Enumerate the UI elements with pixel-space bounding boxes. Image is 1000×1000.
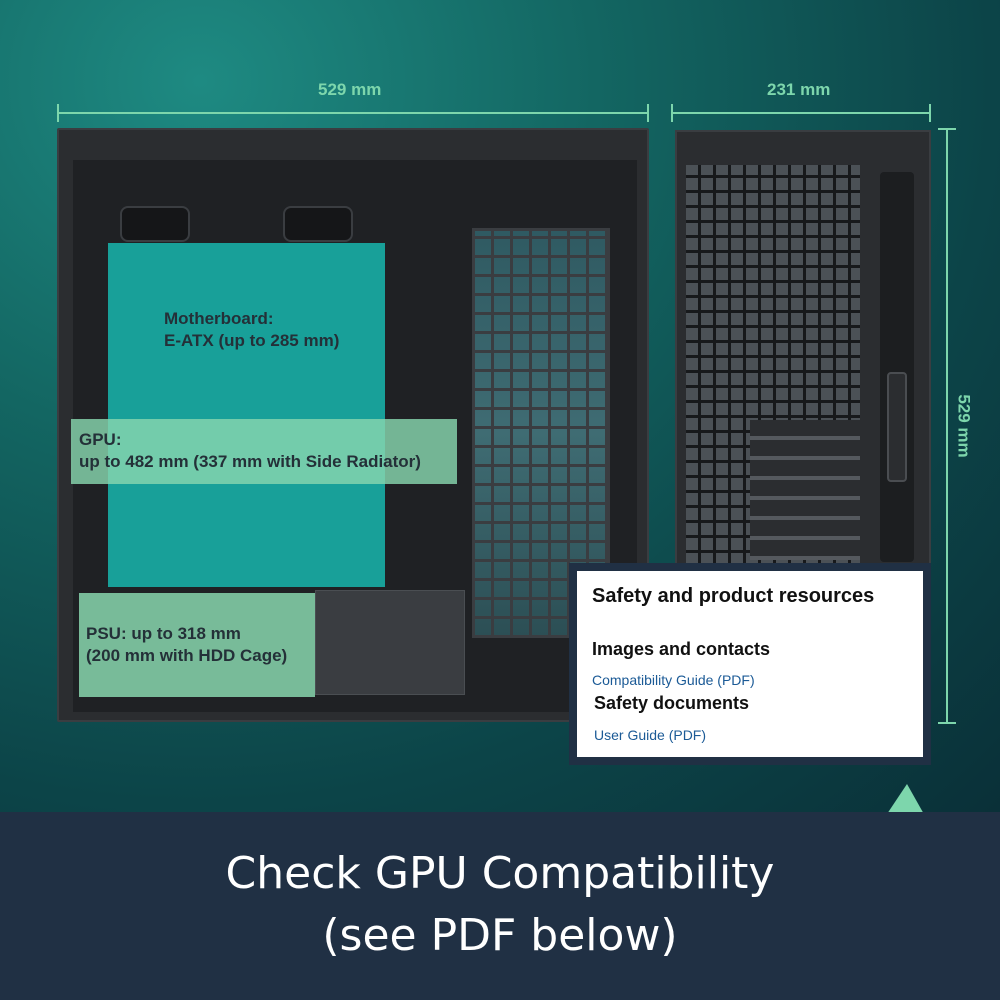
- resources-panel: Safety and product resources Images and …: [569, 563, 931, 765]
- footer-banner: Check GPU Compatibility (see PDF below): [0, 812, 1000, 1000]
- psu-label-line1: PSU: up to 318 mm: [86, 624, 241, 643]
- psu-area: [79, 593, 315, 697]
- motherboard-label-line1: Motherboard:: [164, 309, 274, 328]
- resources-title: Safety and product resources: [592, 585, 875, 607]
- gpu-area: [71, 419, 457, 484]
- motherboard-area: [108, 243, 385, 587]
- height-line: [946, 128, 948, 724]
- front-width-line: [671, 112, 931, 114]
- front-io-panel: [880, 172, 914, 562]
- psu-label: PSU: up to 318 mm (200 mm with HDD Cage): [86, 623, 287, 667]
- product-image: 529 mm 231 mm 529 mm Motherboard: E-ATX …: [0, 0, 1000, 812]
- height-label: 529 mm: [954, 394, 974, 458]
- height-tick-bottom: [938, 722, 956, 724]
- gpu-label: GPU: up to 482 mm (337 mm with Side Radi…: [79, 429, 421, 473]
- psu-label-line2: (200 mm with HDD Cage): [86, 646, 288, 665]
- motherboard-label-line2: E-ATX (up to 285 mm): [164, 331, 340, 350]
- height-tick-top: [938, 128, 956, 130]
- gpu-label-line1: GPU:: [79, 430, 122, 449]
- cable-cutout: [283, 206, 353, 242]
- side-width-tick-left: [57, 104, 59, 122]
- images-contacts-heading: Images and contacts: [592, 639, 771, 659]
- safety-documents-heading: Safety documents: [594, 693, 750, 713]
- side-width-tick-right: [647, 104, 649, 122]
- side-width-line: [57, 112, 649, 114]
- resources-card: Safety and product resources Images and …: [577, 571, 923, 757]
- front-width-tick-right: [929, 104, 931, 122]
- footer-subline: (see PDF below): [322, 910, 678, 961]
- side-width-label: 529 mm: [318, 80, 382, 99]
- gpu-label-line2: up to 482 mm (337 mm with Side Radiator): [79, 452, 421, 471]
- psu-shroud: [315, 590, 465, 695]
- compatibility-guide-link[interactable]: Compatibility Guide (PDF): [592, 672, 755, 688]
- front-width-label: 231 mm: [767, 80, 831, 99]
- cable-cutout: [120, 206, 190, 242]
- footer-headline: Check GPU Compatibility: [225, 848, 775, 899]
- user-guide-link[interactable]: User Guide (PDF): [594, 727, 707, 743]
- expansion-slots: [750, 420, 860, 560]
- front-width-tick-left: [671, 104, 673, 122]
- motherboard-label: Motherboard: E-ATX (up to 285 mm): [164, 308, 339, 352]
- power-button: [887, 372, 907, 482]
